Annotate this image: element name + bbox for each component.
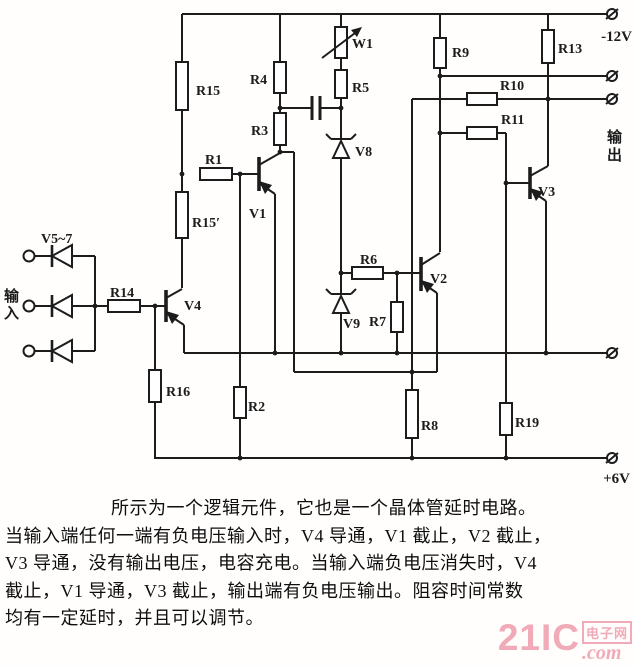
caption-line: V3 导通，没有输出电压，电容充电。当输入端负电压消失时，V4 [5,553,537,573]
resistor-label: R15′ [192,216,220,231]
resistor-label: R2 [248,400,265,415]
capacitor [310,96,322,120]
resistor-R13: R13 [541,29,582,64]
resistor-label: R16 [166,385,190,400]
emitter-arrow [530,188,543,201]
arrow-head [351,27,362,37]
resistor-label: R8 [421,419,438,434]
diode-label: V8 [355,145,372,160]
caption-line: 均有一定延时，并且可以调节。 [5,608,264,628]
resistor-label: R11 [501,113,524,128]
resistor-R19: R19 [499,402,539,436]
output-label-char1: 输 [607,128,623,146]
input-diode-V7 [49,338,73,364]
resistor-label: R9 [452,46,469,61]
resistor-label: R3 [251,124,268,139]
terminal-output2-icon [605,93,619,105]
resistor-R4: R4 [250,61,287,94]
output-label-char2: 出 [607,146,623,164]
transistor-label: V1 [249,207,266,222]
resistor-R1: R1 [199,153,233,181]
caption-line: 当输入端任何一端有负电压输入时，V4 导通，V1 截止，V2 截止， [5,525,552,546]
resistor-label: R1 [205,153,222,168]
transistor-label: V4 [184,299,201,314]
resistor-label: R14 [110,286,134,301]
wires [34,13,607,459]
diode-group-label: V5~7 [41,232,72,247]
junction-dots [92,73,551,461]
zener-diode-V8: V8 [325,133,372,160]
resistor-R11: R11 [466,113,524,140]
caption-line: 所示为一个逻辑元件，它也是一个晶体管延时电路。 [111,498,537,518]
input-terminal-icons [22,249,36,358]
zener-diode-V9: V9 [325,288,360,332]
terminal-output3-icon [605,347,619,359]
terminal-neg12v-icon [605,8,619,20]
transistor-label: V3 [538,185,555,200]
watermark-brand: 21IC [497,617,580,658]
emitter-arrow [259,181,272,194]
resistor-label: R13 [558,42,582,57]
pos-rail-label: +6V [603,471,630,487]
diode-label: V9 [343,317,360,332]
resistor-R15: R15 [175,61,220,111]
resistor-label: R4 [250,73,267,88]
caption-text: 所示为一个逻辑元件，它也是一个晶体管延时电路。 当输入端任何一端有负电压输入时，… [0,495,632,633]
input-diode-V5 [49,243,73,269]
resistor-R9: R9 [433,37,469,69]
resistor-R8: R8 [405,389,438,439]
terminal-pos6v-icon [605,452,619,464]
transistor-V1: V1 [249,152,281,222]
watermark-logo: 21IC 电子网 .com [497,617,632,664]
resistor-label: R15 [196,84,220,99]
terminal-output1-icon [605,70,619,82]
potentiometer-W1: W1 [321,26,373,59]
transistor-V4: V4 [164,288,201,326]
resistor-R5: R5 [334,69,369,99]
input-diode-V6 [49,293,73,319]
resistor-label: R5 [352,81,369,96]
input-label-char2: 入 [4,305,20,322]
resistor-R3: R3 [251,112,287,146]
caption-line: 截止，V1 导通，V3 截止，输出端有负电压输出。阻容时间常数 [5,580,524,601]
emitter-arrow [166,311,179,324]
terminal-icons [605,8,619,464]
resistor-R2: R2 [233,386,265,419]
transistor-V2: V2 [419,252,447,294]
resistor-label: R6 [360,253,377,268]
resistor-R6: R6 [351,253,384,280]
emitter-arrow [421,280,434,293]
resistor-R16: R16 [148,369,190,403]
resistor-R15-prime: R15′ [175,191,220,239]
resistor-label: R7 [369,315,386,330]
resistor-label: R19 [515,416,539,431]
circuit-diagram: R15 R15′ R4 R3 W1 R5 R9 R13 R10 R11 R1 [4,8,632,487]
resistor-R10: R10 [466,79,524,106]
watermark-tld: .com [581,642,622,664]
resistor-label: R10 [500,79,524,94]
neg-rail-label: -12V [601,29,632,45]
transistor-label: V2 [430,272,447,287]
transistor-V3: V3 [528,165,555,202]
resistor-R7: R7 [369,301,404,333]
input-label-char1: 输 [4,287,20,305]
resistor-R14: R14 [107,286,141,313]
watermark-tag-box: 电子网 [581,621,632,644]
pot-label: W1 [352,37,373,52]
